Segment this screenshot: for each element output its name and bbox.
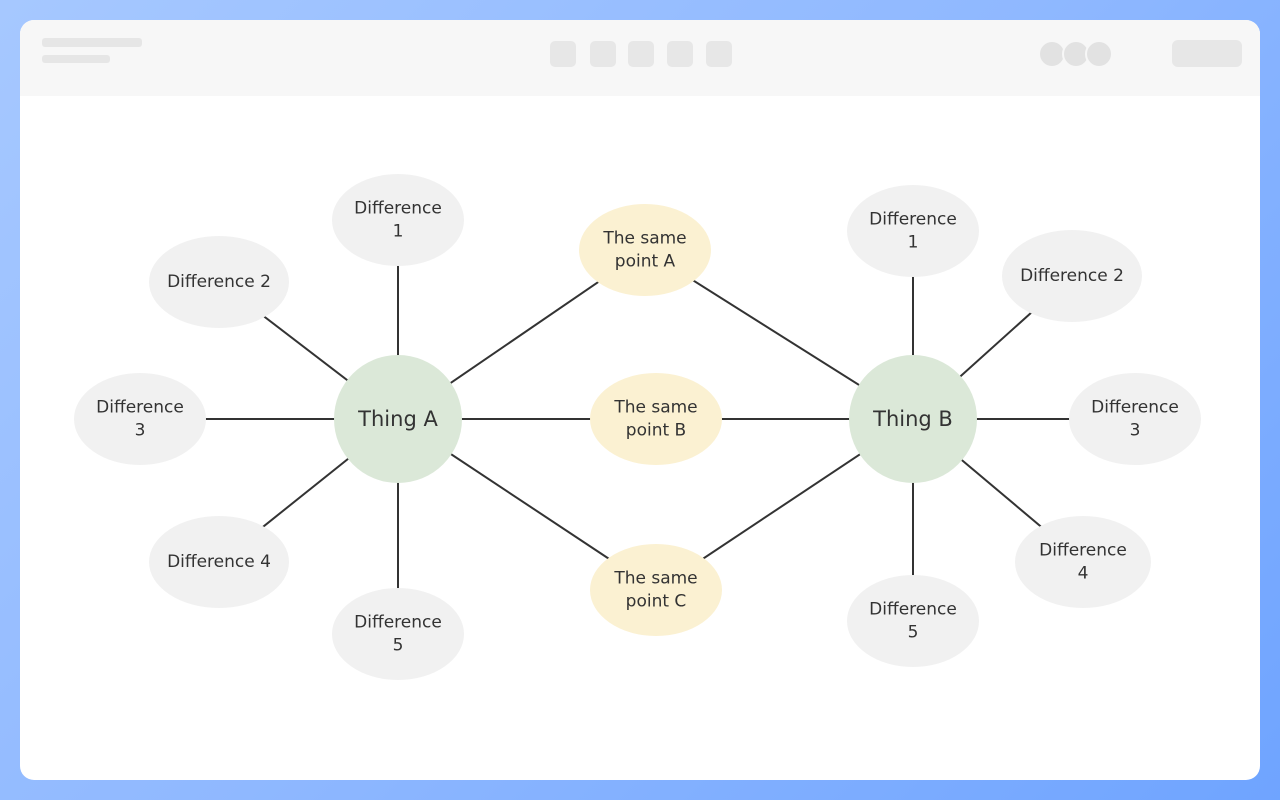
tool-4-icon[interactable] <box>667 41 693 67</box>
share-button[interactable] <box>1172 40 1242 67</box>
thing-b-difference-1-shape <box>847 185 979 277</box>
thing-a-difference-3[interactable]: Difference 3 <box>74 373 206 465</box>
shared-point-a-label: The same <box>602 229 686 249</box>
shared-point-b-shape <box>590 373 722 465</box>
thing-b-difference-1-label: 1 <box>908 233 919 253</box>
thing-a-difference-3-label: Difference <box>96 398 184 418</box>
shared-point-c[interactable]: The same point C <box>590 544 722 636</box>
thing-b-difference-5-label: 5 <box>908 623 919 643</box>
thing-a-difference-2-shape <box>149 236 289 328</box>
shared-point-c-label: The same <box>613 569 697 589</box>
avatar[interactable] <box>1085 40 1113 68</box>
thing-a-node-label: Thing A <box>357 407 438 431</box>
thing-b-difference-4-label: 4 <box>1078 564 1089 584</box>
thing-b-difference-4-label: Difference <box>1039 541 1127 561</box>
thing-b-node-label: Thing B <box>872 407 953 431</box>
thing-a-difference-1-label: 1 <box>393 222 404 242</box>
thing-a-node[interactable]: Thing A <box>334 355 462 483</box>
thing-a-difference-1[interactable]: Difference 1 <box>332 174 464 266</box>
thing-b-difference-1[interactable]: Difference 1 <box>847 185 979 277</box>
shared-point-c-shape <box>590 544 722 636</box>
thing-b-node-shape <box>849 355 977 483</box>
thing-b-difference-3-label: 3 <box>1130 421 1141 441</box>
document-subtitle-placeholder <box>42 55 110 63</box>
tool-3-icon[interactable] <box>628 41 654 67</box>
thing-b-difference-5[interactable]: Difference 5 <box>847 575 979 667</box>
shared-point-b-label: The same <box>613 398 697 418</box>
thing-a-difference-1-label: Difference <box>354 199 442 219</box>
thing-a-difference-1-shape <box>332 174 464 266</box>
shared-point-b[interactable]: The same point B <box>590 373 722 465</box>
shared-point-c-label: point C <box>626 592 687 612</box>
thing-a-difference-4[interactable]: Difference 4 <box>149 516 289 608</box>
shared-point-a-label: point A <box>615 252 676 272</box>
thing-b-difference-2[interactable]: Difference 2 <box>1002 230 1142 322</box>
thing-b-difference-3-label: Difference <box>1091 398 1179 418</box>
thing-b-difference-2-label: Difference 2 <box>1020 266 1124 286</box>
thing-b-difference-3[interactable]: Difference 3 <box>1069 373 1201 465</box>
thing-a-difference-2-label: Difference 2 <box>167 272 271 292</box>
app-window <box>20 20 1260 780</box>
thing-a-difference-5-label: Difference <box>354 613 442 633</box>
thing-a-difference-3-shape <box>74 373 206 465</box>
thing-b-difference-1-label: Difference <box>869 210 957 230</box>
shared-point-a-shape <box>579 204 711 296</box>
tool-1-icon[interactable] <box>550 41 576 67</box>
toolbar <box>20 20 1260 96</box>
thing-b-node[interactable]: Thing B <box>849 355 977 483</box>
thing-a-difference-5[interactable]: Difference 5 <box>332 588 464 680</box>
tool-5-icon[interactable] <box>706 41 732 67</box>
thing-b-difference-3-shape <box>1069 373 1201 465</box>
shared-point-b-label: point B <box>626 421 686 441</box>
thing-a-difference-4-shape <box>149 516 289 608</box>
thing-b-difference-2-shape <box>1002 230 1142 322</box>
document-title-placeholder <box>42 38 142 47</box>
thing-a-node-shape <box>334 355 462 483</box>
thing-a-difference-5-shape <box>332 588 464 680</box>
thing-b-difference-5-label: Difference <box>869 600 957 620</box>
thing-b-difference-4-shape <box>1015 516 1151 608</box>
thing-a-difference-5-label: 5 <box>393 636 404 656</box>
tool-2-icon[interactable] <box>590 41 616 67</box>
thing-a-difference-3-label: 3 <box>135 421 146 441</box>
thing-b-difference-4[interactable]: Difference 4 <box>1015 516 1151 608</box>
thing-a-difference-2[interactable]: Difference 2 <box>149 236 289 328</box>
shared-point-a[interactable]: The same point A <box>579 204 711 296</box>
thing-b-difference-5-shape <box>847 575 979 667</box>
thing-a-difference-4-label: Difference 4 <box>167 552 271 572</box>
